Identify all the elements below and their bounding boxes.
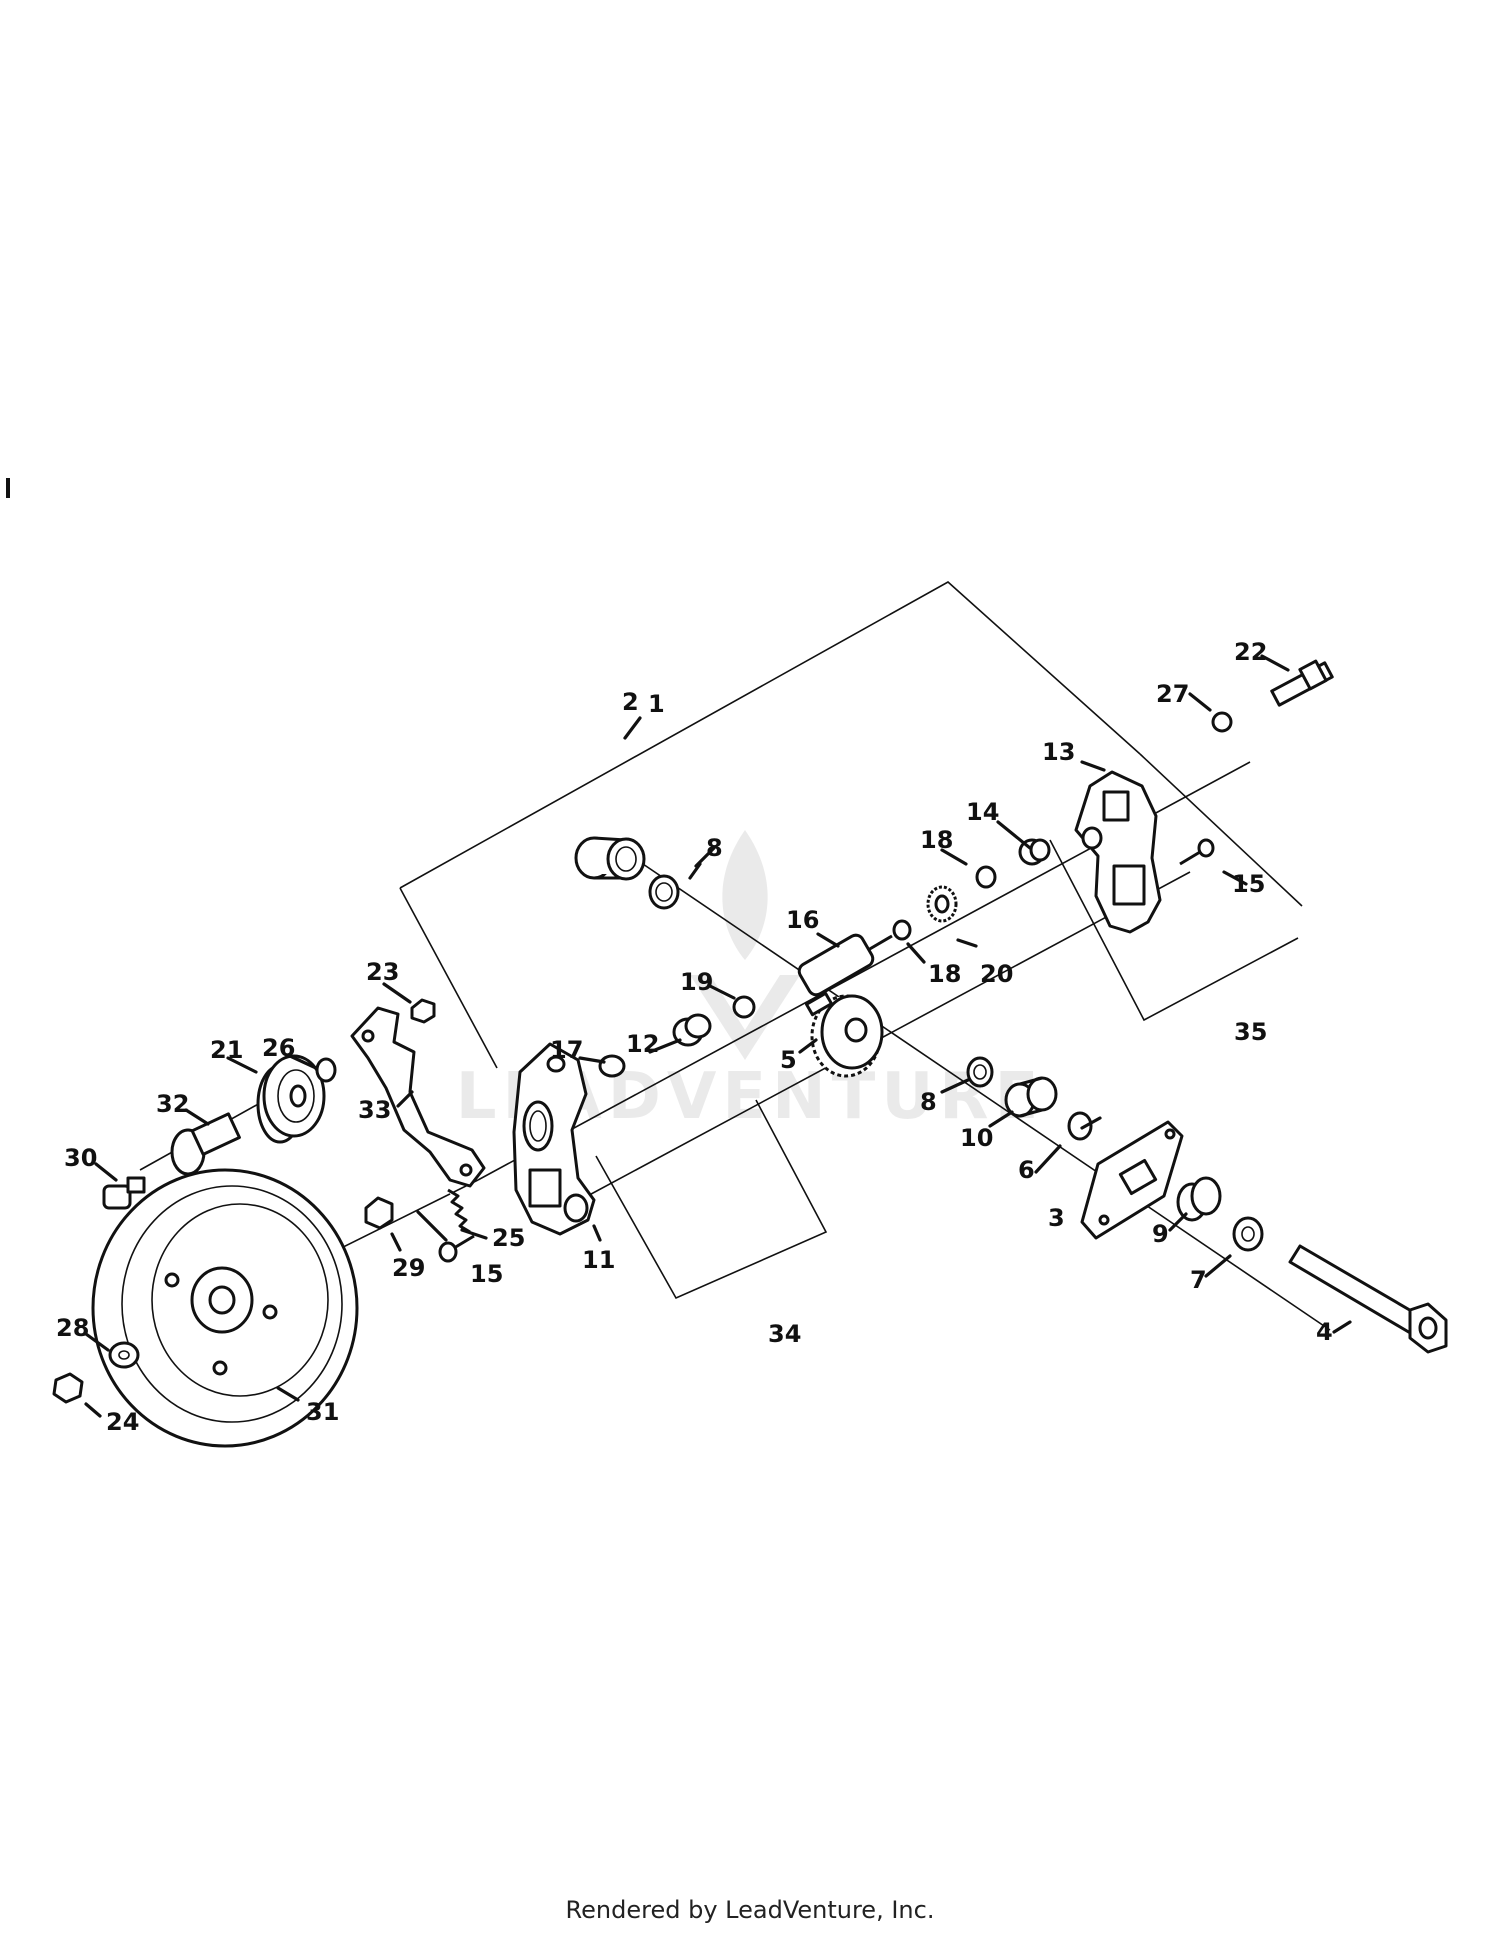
bushing-12 [672, 1013, 712, 1047]
bushing-1 [574, 836, 646, 881]
callout-21: 21 [210, 1036, 243, 1064]
callout-7: 7 [1190, 1266, 1207, 1294]
callout-34: 34 [768, 1320, 801, 1348]
washer-19 [732, 995, 756, 1019]
bushing-10 [1004, 1076, 1058, 1118]
callout-11: 11 [582, 1246, 615, 1274]
washer-26 [315, 1057, 337, 1083]
assembly-bracket-35 [1049, 839, 1299, 1022]
ring-17 [598, 1054, 626, 1078]
callout-35: 35 [1234, 1018, 1267, 1046]
callout-25: 25 [492, 1224, 525, 1252]
screw-15-upper [1179, 838, 1215, 866]
callout-15-lower: 15 [470, 1260, 503, 1288]
worm-gear-5 [804, 991, 884, 1078]
callout-29: 29 [392, 1254, 425, 1282]
spring-25 [447, 1188, 471, 1234]
worm-shaft-16 [797, 933, 893, 997]
callout-1: 1 [648, 690, 665, 718]
callout-33: 33 [358, 1096, 391, 1124]
bolt-30 [102, 1176, 146, 1210]
callout-4: 4 [1316, 1318, 1333, 1346]
watermark-v-icon [690, 975, 800, 1060]
callout-3: 3 [1048, 1204, 1065, 1232]
gear-case-13 [1074, 770, 1162, 934]
callout-18-lower: 18 [928, 960, 961, 988]
washer-27 [1211, 711, 1233, 733]
washer-8-lower [966, 1056, 994, 1088]
callout-16: 16 [786, 906, 819, 934]
idler-arm-33 [350, 1006, 486, 1188]
assembly-bracket-2 [399, 581, 1303, 1069]
callout-5: 5 [780, 1046, 797, 1074]
callout-22: 22 [1234, 638, 1267, 666]
callout-15-upper: 15 [1232, 870, 1265, 898]
assembly-bracket-34 [595, 1099, 828, 1300]
leader-lines [84, 654, 1352, 1418]
callout-24: 24 [106, 1408, 139, 1436]
callout-23: 23 [366, 958, 399, 986]
callout-14: 14 [966, 798, 999, 826]
callout-10: 10 [960, 1124, 993, 1152]
axle-shaft-4 [1288, 1244, 1448, 1354]
bearing-20 [926, 885, 958, 923]
callout-2: 2 [622, 688, 639, 716]
footer-credit: Rendered by LeadVenture, Inc. [565, 1896, 935, 1924]
callout-9: 9 [1152, 1220, 1169, 1248]
nut-29 [364, 1196, 394, 1230]
bushing-9 [1176, 1176, 1222, 1222]
callout-12: 12 [626, 1030, 659, 1058]
washer-8-upper [648, 874, 680, 910]
callout-8-lower: 8 [920, 1088, 937, 1116]
stud-32 [170, 1112, 241, 1176]
callout-30: 30 [64, 1144, 97, 1172]
washer-28 [108, 1341, 140, 1369]
washer-7 [1232, 1216, 1264, 1252]
callout-18-upper: 18 [920, 826, 953, 854]
callout-13: 13 [1042, 738, 1075, 766]
washer-18-upper [975, 865, 997, 889]
callout-labels: 1 2 3 4 5 6 7 8 8 9 10 11 12 13 14 15 15… [56, 638, 1333, 1436]
callout-6: 6 [1018, 1156, 1035, 1184]
callout-27: 27 [1156, 680, 1189, 708]
nut-24 [52, 1372, 84, 1404]
page-edge-mark [6, 478, 10, 498]
idler-pulley-21 [256, 1054, 326, 1144]
washer-18-lower [892, 919, 912, 941]
gear-case-11 [512, 1042, 596, 1236]
callout-20: 20 [980, 960, 1013, 988]
screw-15-lower [438, 1234, 475, 1263]
watermark-flame-icon [722, 830, 768, 960]
callout-8-upper: 8 [706, 834, 723, 862]
nut-23 [410, 998, 436, 1024]
callout-31: 31 [306, 1398, 339, 1426]
pulley-31 [91, 1168, 359, 1448]
callout-28: 28 [56, 1314, 89, 1342]
callout-17: 17 [550, 1036, 583, 1064]
callout-32: 32 [156, 1090, 189, 1118]
bolt-22 [1270, 659, 1334, 707]
callout-26: 26 [262, 1034, 295, 1062]
callout-19: 19 [680, 968, 713, 996]
ring-6 [1067, 1111, 1093, 1141]
plate-3 [1080, 1120, 1184, 1240]
